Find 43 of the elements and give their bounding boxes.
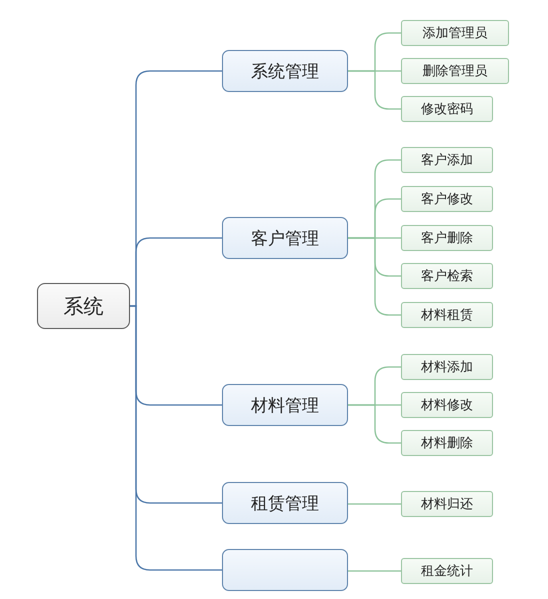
empty-box bbox=[222, 549, 348, 591]
node-label: 材料删除 bbox=[421, 435, 473, 452]
node-label: 材料添加 bbox=[421, 359, 473, 376]
leaf-node bbox=[401, 225, 493, 251]
leaf-node bbox=[401, 354, 493, 380]
leaf-node bbox=[401, 147, 493, 173]
node-label: 材料归还 bbox=[421, 496, 473, 513]
connector-line bbox=[348, 404, 401, 444]
node-label: 客户检索 bbox=[421, 268, 473, 285]
node-label: 客户管理 bbox=[251, 228, 319, 250]
leaf-node bbox=[401, 58, 509, 84]
leaf-node bbox=[401, 491, 493, 517]
node-label: 租金统计 bbox=[421, 563, 473, 580]
leaf-node bbox=[401, 558, 493, 584]
branch-node bbox=[222, 50, 348, 92]
leaf-node bbox=[401, 392, 493, 418]
leaf-node bbox=[401, 302, 493, 328]
node-label: 租赁管理 bbox=[251, 492, 319, 514]
branch-node bbox=[222, 384, 348, 426]
branch-node bbox=[222, 482, 348, 524]
node-label: 材料管理 bbox=[251, 394, 319, 416]
connector-line bbox=[130, 305, 222, 571]
node-label: 系统管理 bbox=[251, 60, 319, 82]
root-node bbox=[37, 283, 130, 329]
leaf-node bbox=[401, 430, 493, 456]
connector-line bbox=[348, 70, 401, 110]
branch-node bbox=[222, 217, 348, 259]
node-label: 材料修改 bbox=[421, 397, 473, 414]
leaf-node bbox=[401, 96, 493, 122]
node-label: 添加管理员 bbox=[422, 25, 488, 42]
connector-line bbox=[348, 237, 401, 316]
connector-line bbox=[348, 503, 401, 505]
node-label: 客户修改 bbox=[421, 191, 473, 208]
leaf-node bbox=[401, 20, 509, 46]
node-label: 删除管理员 bbox=[422, 63, 488, 80]
node-label: 客户删除 bbox=[421, 230, 473, 247]
node-label: 修改密码 bbox=[421, 101, 473, 118]
leaf-node bbox=[401, 263, 493, 289]
leaf-node bbox=[401, 186, 493, 212]
connector-line bbox=[348, 570, 401, 572]
node-label: 材料租赁 bbox=[421, 307, 473, 324]
node-label: 系统 bbox=[64, 292, 104, 320]
node-label: 客户添加 bbox=[421, 152, 473, 169]
